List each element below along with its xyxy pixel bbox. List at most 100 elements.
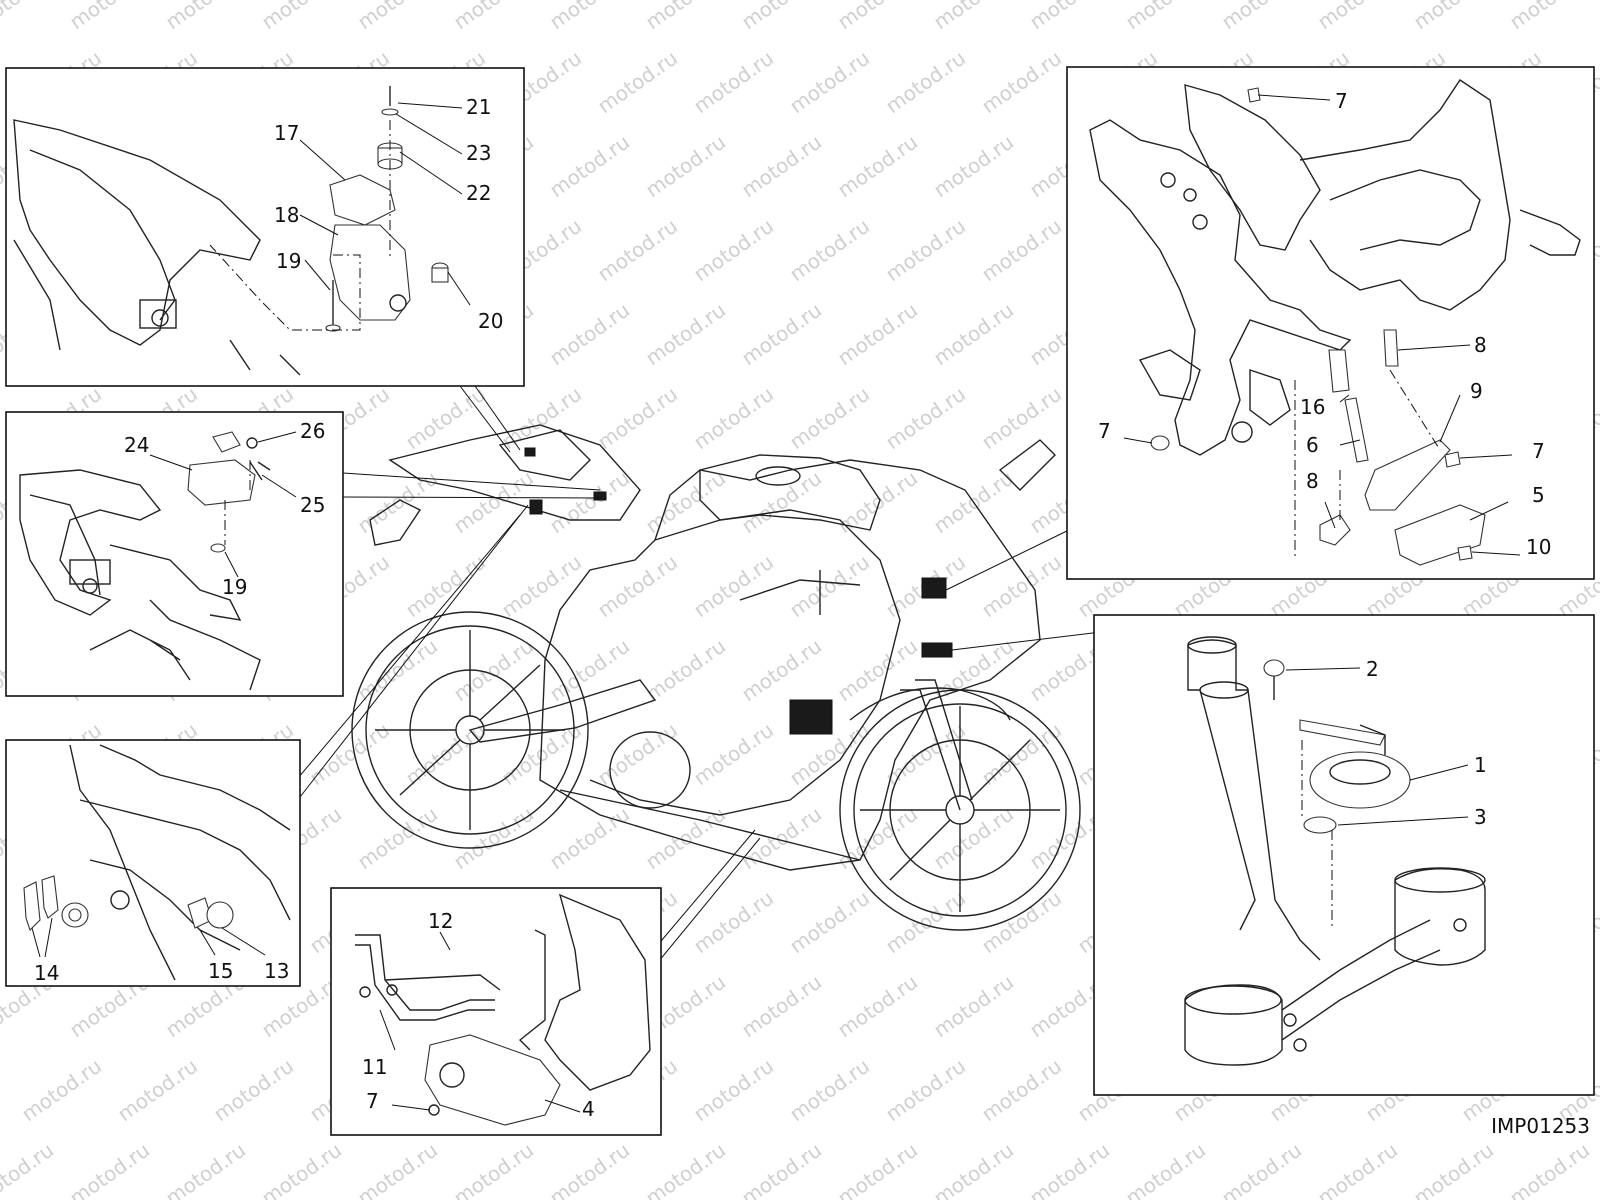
watermark-text: motod.ru	[545, 130, 634, 202]
watermark-text: motod.ru	[689, 46, 778, 118]
callout-11: 11	[362, 1055, 387, 1079]
watermark-text: motod.ru	[977, 550, 1066, 622]
callout-7-ecu: 7	[366, 1089, 379, 1113]
watermark-text: motod.ru	[1025, 1138, 1114, 1200]
watermark-text: motod.ru	[977, 214, 1066, 286]
callout-17: 17	[274, 121, 299, 145]
connector-lines	[281, 385, 1102, 979]
watermark-text: motod.ru	[881, 1054, 970, 1126]
watermark-text: motod.ru	[353, 1138, 442, 1200]
watermark-text: motod.ru	[833, 130, 922, 202]
callout-6: 6	[1306, 433, 1319, 457]
watermark-text: motod.ru	[1217, 0, 1306, 34]
callout-14: 14	[34, 961, 59, 985]
watermark-text: motod.ru	[1409, 0, 1498, 34]
callout-5: 5	[1532, 483, 1545, 507]
watermark-text: motod.ru	[737, 0, 826, 34]
panel-tail-switches: 14 15 13	[5, 739, 301, 987]
watermark-text: motod.ru	[833, 970, 922, 1042]
watermark-text: motod.ru	[17, 1054, 106, 1126]
watermark-text: motod.ru	[593, 214, 682, 286]
watermark-text: motod.ru	[593, 46, 682, 118]
callout-4: 4	[582, 1097, 595, 1121]
panel-front-ecu: 7 8 16 7 9 6 7 8 5 10	[1066, 66, 1595, 580]
watermark-text: motod.ru	[1217, 1138, 1306, 1200]
callout-13: 13	[264, 959, 289, 983]
watermark-text: motod.ru	[785, 550, 874, 622]
callout-19b: 19	[222, 575, 247, 599]
callout-2: 2	[1366, 657, 1379, 681]
watermark-text: motod.ru	[593, 382, 682, 454]
watermark-text: motod.ru	[641, 1138, 730, 1200]
watermark-text: motod.ru	[785, 1054, 874, 1126]
watermark-text: motod.ru	[881, 718, 970, 790]
watermark-text: motod.ru	[833, 298, 922, 370]
watermark-text: motod.ru	[65, 1138, 154, 1200]
watermark-text: motod.ru	[929, 130, 1018, 202]
callout-24: 24	[124, 433, 149, 457]
callout-8-bottom: 8	[1306, 469, 1319, 493]
watermark-text: motod.ru	[689, 550, 778, 622]
watermark-text: motod.ru	[449, 1138, 538, 1200]
drawing-code: IMP01253	[1491, 1114, 1590, 1138]
callout-23: 23	[466, 141, 491, 165]
watermark-text: motod.ru	[977, 382, 1066, 454]
watermark-text: motod.ru	[689, 1054, 778, 1126]
watermark-text: motod.ru	[929, 970, 1018, 1042]
watermark-text: motod.ru	[545, 298, 634, 370]
watermark-text: motod.ru	[353, 634, 442, 706]
watermark-text: motod.ru	[833, 1138, 922, 1200]
callout-7-top: 7	[1335, 89, 1348, 113]
watermark-text: motod.ru	[737, 634, 826, 706]
watermark-text: motod.ru	[977, 46, 1066, 118]
callout-3: 3	[1474, 805, 1487, 829]
panel-ecu-bracket: 12 11 7 4	[330, 887, 662, 1136]
watermark-text: motod.ru	[353, 0, 442, 34]
watermark-text: motod.ru	[833, 802, 922, 874]
watermark-text: motod.ru	[737, 970, 826, 1042]
watermark-text: motod.ru	[641, 466, 730, 538]
watermark-text: motod.ru	[353, 802, 442, 874]
callout-20: 20	[478, 309, 503, 333]
callout-25: 25	[300, 493, 325, 517]
watermark-text: motod.ru	[929, 1138, 1018, 1200]
panel-horn: 2 1 3	[1093, 614, 1595, 1096]
watermark-text: motod.ru	[593, 718, 682, 790]
watermark-text: motod.ru	[929, 298, 1018, 370]
watermark-text: motod.ru	[1313, 1138, 1402, 1200]
watermark-text: motod.ru	[1025, 0, 1114, 34]
callout-21: 21	[466, 95, 491, 119]
watermark-text: motod.ru	[833, 0, 922, 34]
callout-10: 10	[1526, 535, 1551, 559]
watermark-text: motod.ru	[401, 382, 490, 454]
watermark-text: motod.ru	[737, 802, 826, 874]
callout-16: 16	[1300, 395, 1325, 419]
watermark-text: motod.ru	[449, 0, 538, 34]
watermark-text: motod.ru	[737, 466, 826, 538]
watermark-text: motod.ru	[161, 1138, 250, 1200]
watermark-text: motod.ru	[545, 466, 634, 538]
watermark-text: motod.ru	[881, 382, 970, 454]
callout-9: 9	[1470, 379, 1483, 403]
watermark-text: motod.ru	[209, 1054, 298, 1126]
watermark-text: motod.ru	[641, 802, 730, 874]
watermark-text: motod.ru	[593, 550, 682, 622]
watermark-text: motod.ru	[641, 130, 730, 202]
watermark-text: motod.ru	[881, 886, 970, 958]
watermark-text: motod.ru	[785, 886, 874, 958]
motorcycle-illustration	[351, 424, 1081, 931]
callout-12: 12	[428, 909, 453, 933]
watermark-text: motod.ru	[1505, 1138, 1594, 1200]
watermark-text: motod.ru	[1313, 0, 1402, 34]
callout-22: 22	[466, 181, 491, 205]
watermark-text: motod.ru	[257, 1138, 346, 1200]
watermark-text: motod.ru	[785, 214, 874, 286]
watermark-text: motod.ru	[0, 1138, 58, 1200]
callout-19: 19	[276, 249, 301, 273]
watermark-text: motod.ru	[785, 382, 874, 454]
callout-7-left: 7	[1098, 419, 1111, 443]
watermark-text: motod.ru	[977, 1054, 1066, 1126]
watermark-text: motod.ru	[689, 886, 778, 958]
watermark-text: motod.ru	[1505, 0, 1594, 34]
